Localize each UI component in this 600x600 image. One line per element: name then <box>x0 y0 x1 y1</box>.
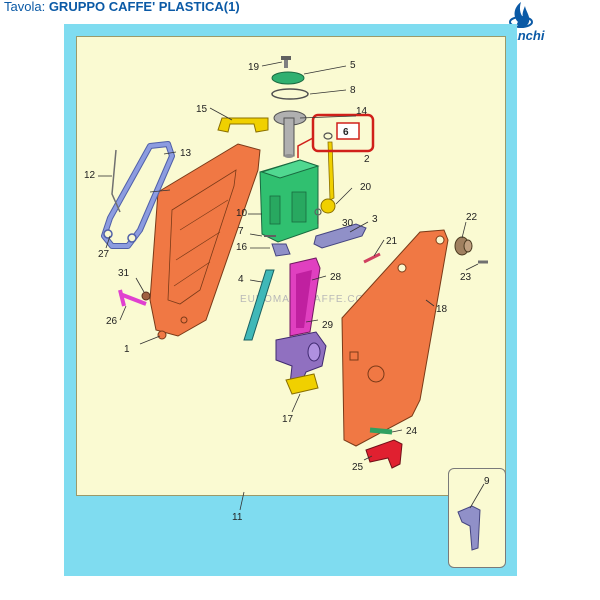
label-19: 19 <box>248 62 260 73</box>
label-17: 17 <box>282 414 294 425</box>
label-25: 25 <box>352 462 364 473</box>
part-labels: 19 5 8 14 6 2 15 13 12 20 10 30 3 7 22 2… <box>84 60 490 523</box>
label-14: 14 <box>356 106 368 117</box>
part-22[interactable] <box>454 236 473 256</box>
label-11: 11 <box>232 512 243 523</box>
part-6[interactable] <box>323 132 333 140</box>
part-4[interactable] <box>243 269 275 341</box>
label-13: 13 <box>180 148 192 159</box>
label-3: 3 <box>372 214 378 225</box>
label-5: 5 <box>350 60 356 71</box>
label-23: 23 <box>460 272 472 283</box>
label-4: 4 <box>238 274 244 285</box>
label-7: 7 <box>238 226 244 237</box>
label-9: 9 <box>484 476 490 487</box>
label-28: 28 <box>330 272 342 283</box>
part-16[interactable] <box>271 243 291 257</box>
part-30[interactable] <box>314 208 322 216</box>
part-13[interactable] <box>101 141 175 249</box>
label-30: 30 <box>342 218 354 229</box>
title-prefix: Tavola: <box>4 0 49 14</box>
page-title: Tavola: GRUPPO CAFFE' PLASTICA(1) <box>4 0 240 14</box>
title-text: GRUPPO CAFFE' PLASTICA(1) <box>48 0 240 14</box>
bianchi-flame-icon <box>509 2 533 28</box>
label-27: 27 <box>98 249 110 260</box>
label-10: 10 <box>236 208 248 219</box>
part-14[interactable] <box>273 110 307 158</box>
part-10[interactable] <box>259 159 320 243</box>
label-29: 29 <box>322 320 334 331</box>
part-12[interactable] <box>111 149 121 213</box>
highlight-box <box>311 113 375 153</box>
part-2[interactable] <box>327 141 335 201</box>
part-15[interactable] <box>217 117 269 133</box>
part-24[interactable] <box>369 427 393 435</box>
part-26[interactable] <box>118 289 147 307</box>
part-5[interactable] <box>271 71 305 85</box>
label-12: 12 <box>84 170 96 181</box>
label-21: 21 <box>386 236 398 247</box>
label-31: 31 <box>118 268 130 279</box>
label-20: 20 <box>360 182 372 193</box>
label-15: 15 <box>196 104 208 115</box>
part-28[interactable] <box>289 257 321 337</box>
highlight-label-box <box>336 122 360 140</box>
part-31[interactable] <box>141 291 151 301</box>
label-26: 26 <box>106 316 118 327</box>
part-18[interactable] <box>341 229 449 447</box>
part-17[interactable] <box>285 373 319 395</box>
label-2: 2 <box>364 154 370 165</box>
part-8[interactable] <box>271 88 309 100</box>
label-18: 18 <box>436 304 448 315</box>
part-19[interactable] <box>281 56 291 68</box>
part-1[interactable] <box>149 143 261 340</box>
highlight-leader <box>297 137 314 158</box>
leader-lines <box>98 61 485 511</box>
label-24: 24 <box>406 426 418 437</box>
part-20[interactable] <box>320 198 336 214</box>
part-25[interactable] <box>365 439 403 469</box>
label-16: 16 <box>236 242 248 253</box>
label-22: 22 <box>466 212 478 223</box>
part-21[interactable] <box>363 252 381 264</box>
label-8: 8 <box>350 85 356 96</box>
part-9[interactable] <box>457 505 481 551</box>
label-6: 6 <box>343 127 349 138</box>
label-1: 1 <box>124 344 130 355</box>
